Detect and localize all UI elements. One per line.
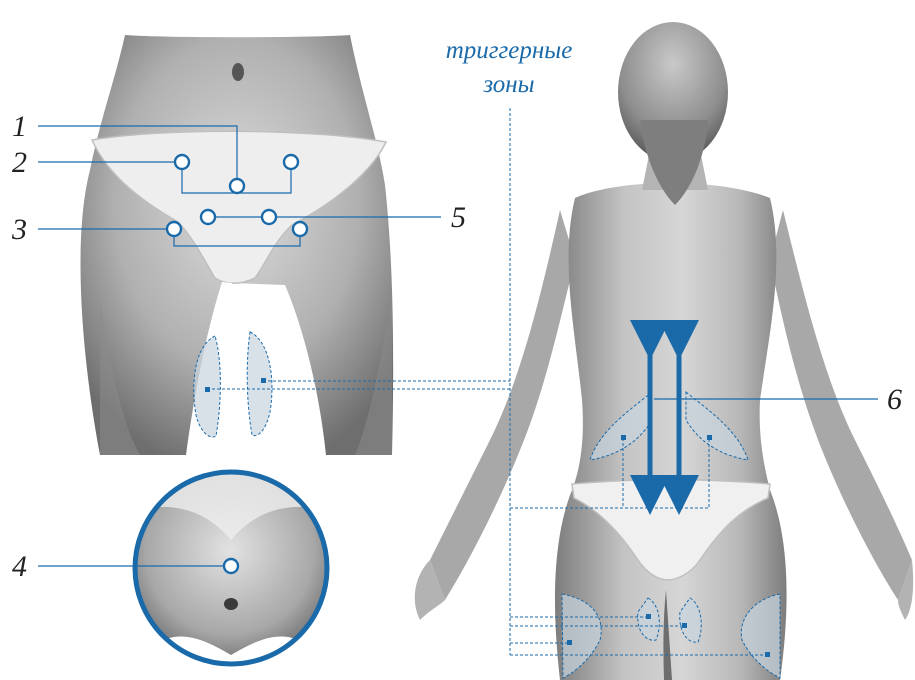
marker-label-4: 4 <box>12 550 27 583</box>
point-circle-icon <box>201 210 215 224</box>
marker-label-5: 5 <box>451 201 466 234</box>
title-line-2: зоны <box>482 71 534 98</box>
point-circle-icon <box>284 155 298 169</box>
point-circle-icon <box>230 179 244 193</box>
marker-label-6: 6 <box>887 383 902 416</box>
front-torso-figure <box>81 35 394 455</box>
point-circle-icon <box>293 222 307 236</box>
point-circle-icon <box>175 155 189 169</box>
navel <box>232 63 244 81</box>
back-figure <box>415 22 913 680</box>
left-arm <box>430 210 575 600</box>
point-circle-icon <box>262 210 276 224</box>
marker-label-3: 3 <box>11 213 27 246</box>
trigger-zone-front-right <box>247 332 272 436</box>
point-circle-icon <box>167 222 181 236</box>
marker-label-1: 1 <box>12 110 27 143</box>
point-circle-icon <box>224 559 238 573</box>
title-line-1: триггерные <box>446 37 573 64</box>
marker-label-2: 2 <box>12 146 27 179</box>
